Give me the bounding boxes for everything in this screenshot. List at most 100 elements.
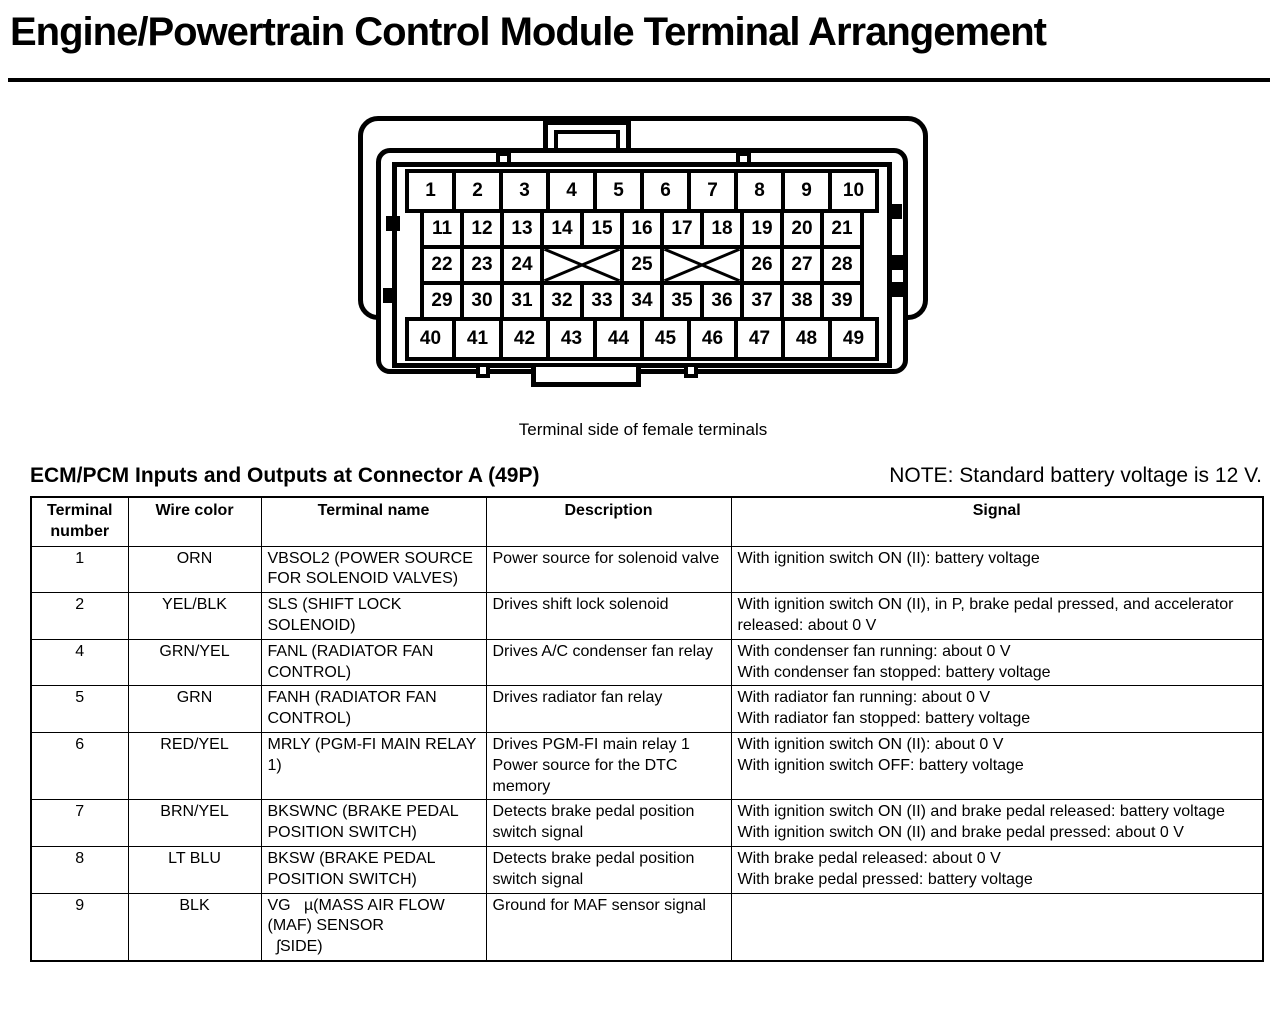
terminal-cavity-48: 48: [781, 317, 832, 361]
terminal-name-cell: FANH (RADIATOR FAN CONTROL): [260, 685, 487, 733]
wire-color-cell: ORN: [127, 545, 262, 594]
terminal-name-cell: MRLY (PGM-FI MAIN RELAY 1): [260, 731, 487, 801]
terminal-number-cell: 1: [30, 545, 129, 594]
battery-voltage-note: NOTE: Standard battery voltage is 12 V.: [889, 464, 1262, 487]
terminal-cavity-27: 27: [780, 245, 824, 285]
wire-color-cell: RED/YEL: [127, 731, 262, 801]
terminal-cavity-46: 46: [687, 317, 738, 361]
terminal-cavity-9: 9: [781, 169, 832, 213]
terminal-cavity-15: 15: [580, 209, 624, 249]
connector-bottom-notch: [684, 367, 698, 378]
terminal-number-cell: 8: [30, 845, 129, 894]
terminal-cavity-42: 42: [499, 317, 550, 361]
description-cell: Power source for solenoid valve: [485, 545, 732, 594]
connector-bottom-tab: [531, 367, 641, 387]
terminal-cavity-2: 2: [452, 169, 503, 213]
terminal-name-cell: BKSWNC (BRAKE PEDAL POSITION SWITCH): [260, 799, 487, 847]
column-header: Signal: [730, 496, 1264, 547]
terminal-cavity-36: 36: [700, 281, 744, 321]
signal-cell: With brake pedal released: about 0 V Wit…: [730, 845, 1264, 894]
terminal-cavity-26: 26: [740, 245, 784, 285]
terminal-cavity-39: 39: [820, 281, 864, 321]
terminal-cavity-23: 23: [460, 245, 504, 285]
wire-color-cell: BLK: [127, 892, 262, 962]
terminal-cavity-40: 40: [405, 317, 456, 361]
terminal-cavity-47: 47: [734, 317, 785, 361]
terminal-cavity-20: 20: [780, 209, 824, 249]
terminal-cavity-29: 29: [420, 281, 464, 321]
wire-color-cell: YEL/BLK: [127, 592, 262, 640]
description-cell: Ground for MAF sensor signal: [485, 892, 732, 962]
wire-color-cell: GRN: [127, 685, 262, 733]
description-cell: Drives PGM-FI main relay 1 Power source …: [485, 731, 732, 801]
description-cell: Detects brake pedal position switch sign…: [485, 799, 732, 847]
terminal-number-cell: 4: [30, 638, 129, 687]
terminal-cavity-8: 8: [734, 169, 785, 213]
connector-side-tab: [891, 255, 904, 270]
terminal-cavity-32: 32: [540, 281, 584, 321]
terminal-name-cell: VBSOL2 (POWER SOURCE FOR SOLENOID VALVES…: [260, 545, 487, 594]
terminal-cavity-41: 41: [452, 317, 503, 361]
wire-color-cell: BRN/YEL: [127, 799, 262, 847]
terminal-number-cell: 9: [30, 892, 129, 962]
description-cell: Drives A/C condenser fan relay: [485, 638, 732, 687]
terminal-cavity-34: 34: [620, 281, 664, 321]
description-cell: Drives radiator fan relay: [485, 685, 732, 733]
terminal-cavity-35: 35: [660, 281, 704, 321]
section-header-row: ECM/PCM Inputs and Outputs at Connector …: [30, 464, 1262, 488]
terminal-cavity-19: 19: [740, 209, 784, 249]
crossed-out-icon: [544, 249, 620, 281]
terminal-name-cell: VG µ(MASS AIR FLOW (MAF) SENSOR ʃSIDE): [260, 892, 487, 962]
terminal-cavity-22: 22: [420, 245, 464, 285]
terminal-cavity-13: 13: [500, 209, 544, 249]
terminal-number-cell: 6: [30, 731, 129, 801]
blocked-cavity: [660, 245, 744, 285]
column-header: Terminal name: [260, 496, 487, 547]
terminal-cavity-38: 38: [780, 281, 824, 321]
terminal-cavity-1: 1: [405, 169, 456, 213]
terminal-cavity-6: 6: [640, 169, 691, 213]
terminal-cavity-14: 14: [540, 209, 584, 249]
connector-side-tab: [383, 288, 397, 303]
terminal-cavity-12: 12: [460, 209, 504, 249]
terminal-cavity-30: 30: [460, 281, 504, 321]
signal-cell: With radiator fan running: about 0 V Wit…: [730, 685, 1264, 733]
terminal-cavity-10: 10: [828, 169, 879, 213]
terminal-name-cell: SLS (SHIFT LOCK SOLENOID): [260, 592, 487, 640]
column-header: Terminal number: [30, 496, 129, 547]
terminal-cavity-45: 45: [640, 317, 691, 361]
column-header: Description: [485, 496, 732, 547]
terminal-cavity-25: 25: [620, 245, 664, 285]
signal-cell: With ignition switch ON (II): about 0 V …: [730, 731, 1264, 801]
terminal-name-cell: FANL (RADIATOR FAN CONTROL): [260, 638, 487, 687]
terminal-cavity-24: 24: [500, 245, 544, 285]
terminal-cavity-43: 43: [546, 317, 597, 361]
terminal-cavity-31: 31: [500, 281, 544, 321]
terminal-cavity-33: 33: [580, 281, 624, 321]
terminal-cavity-49: 49: [828, 317, 879, 361]
terminal-name-cell: BKSW (BRAKE PEDAL POSITION SWITCH): [260, 845, 487, 894]
description-cell: Drives shift lock solenoid: [485, 592, 732, 640]
terminal-cavity-5: 5: [593, 169, 644, 213]
wire-color-cell: LT BLU: [127, 845, 262, 894]
connector-side-tab: [386, 216, 400, 231]
terminal-number-cell: 5: [30, 685, 129, 733]
terminal-cavity-37: 37: [740, 281, 784, 321]
terminal-number-cell: 7: [30, 799, 129, 847]
signal-cell: With ignition switch ON (II), in P, brak…: [730, 592, 1264, 640]
